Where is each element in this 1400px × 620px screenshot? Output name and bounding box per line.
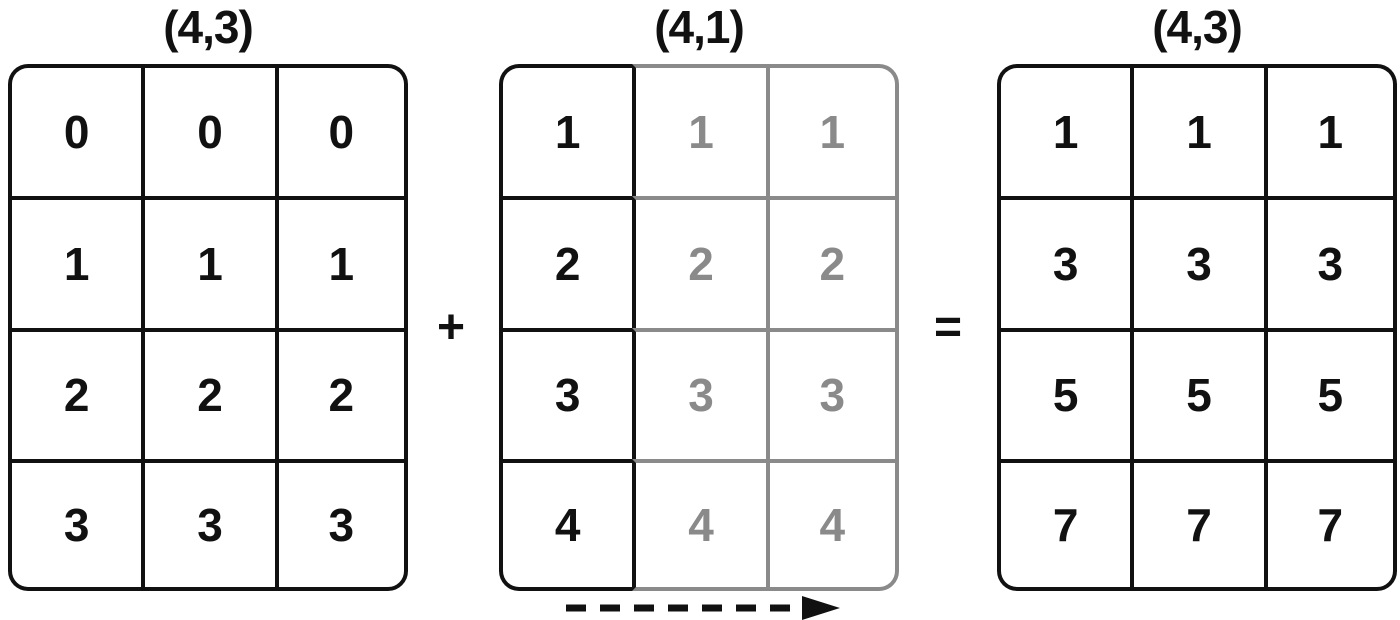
matrix-result: 1 1 1 3 3 3 5 5 5 7 7 7 (997, 64, 1397, 591)
matrix-cell-ghost: 4 (632, 459, 766, 591)
matrix-cell: 3 (141, 459, 275, 591)
matrix-cell: 0 (141, 64, 275, 196)
broadcast-arrow-icon (556, 594, 846, 620)
matrix-cell: 3 (1263, 195, 1397, 328)
matrix-cell-ghost: 2 (632, 195, 766, 328)
matrix-cell-ghost: 1 (632, 64, 766, 196)
matrix-cell: 4 (499, 459, 633, 591)
matrix-cell: 1 (1263, 64, 1397, 196)
matrix-cell: 1 (499, 64, 633, 196)
matrix-cell: 5 (1263, 327, 1397, 460)
matrix-cell-ghost: 4 (765, 459, 899, 591)
matrix-cell: 3 (8, 459, 142, 591)
matrix-shape-label: (4,3) (163, 1, 254, 53)
matrix-cell: 1 (1130, 64, 1264, 196)
matrix-cell: 3 (997, 195, 1131, 328)
matrix-cell-ghost: 3 (765, 327, 899, 460)
matrix-left: 0 0 0 1 1 1 2 2 2 3 3 3 (8, 64, 408, 591)
matrix-cell-ghost: 2 (765, 195, 899, 328)
matrix-cell: 7 (1130, 459, 1264, 591)
matrix-cell: 7 (997, 459, 1131, 591)
matrix-cell: 1 (141, 195, 275, 328)
matrix-cell-ghost: 1 (765, 64, 899, 196)
matrix-shape-label: (4,1) (654, 1, 745, 53)
matrix-cell-ghost: 3 (632, 327, 766, 460)
matrix-cell: 2 (8, 327, 142, 460)
matrix-cell: 0 (274, 64, 408, 196)
matrix-cell: 2 (141, 327, 275, 460)
matrix-cell: 2 (499, 195, 633, 328)
plus-operator: + (436, 301, 466, 354)
matrix-cell: 5 (1130, 327, 1264, 460)
matrix-cell: 7 (1263, 459, 1397, 591)
matrix-cell: 3 (1130, 195, 1264, 328)
matrix-cell: 3 (274, 459, 408, 591)
equals-operator: = (933, 301, 963, 354)
matrix-cell: 1 (997, 64, 1131, 196)
matrix-cell: 0 (8, 64, 142, 196)
matrix-cell: 3 (499, 327, 633, 460)
matrix-cell: 5 (997, 327, 1131, 460)
matrix-shape-label: (4,3) (1152, 1, 1243, 53)
matrix-cell: 2 (274, 327, 408, 460)
matrix-broadcast: 1 1 1 2 2 2 3 3 3 4 4 4 (499, 64, 899, 591)
matrix-cell: 1 (274, 195, 408, 328)
matrix-cell: 1 (8, 195, 142, 328)
